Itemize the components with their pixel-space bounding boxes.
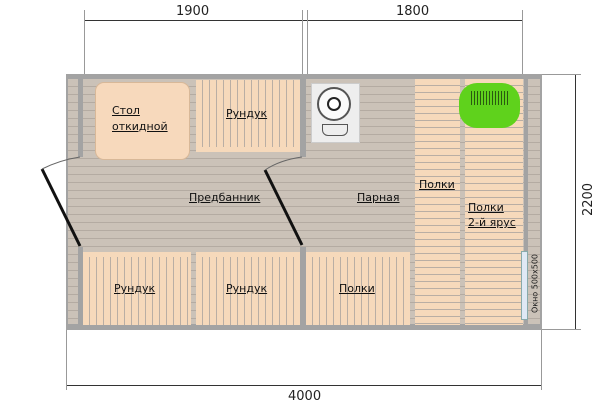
steam-room-label: Парная <box>357 191 400 204</box>
partition-wall <box>300 79 306 157</box>
shelves-bottom-label: Полки <box>339 282 375 295</box>
partition-wall <box>300 247 306 325</box>
dim-top-line <box>84 20 522 21</box>
stove-icon <box>311 83 360 143</box>
chest-bottom-left-label: Рундук <box>114 282 156 295</box>
chest-bottom-mid <box>196 252 300 325</box>
dim-bottom: 4000 <box>288 389 322 404</box>
dim-top-right: 1800 <box>396 4 430 19</box>
dim-tick <box>307 10 308 74</box>
dim-right-line <box>575 74 576 330</box>
chest-bottom-left <box>83 252 191 325</box>
wall-left-inner <box>78 247 83 325</box>
shelves2-label-1: Полки <box>468 201 504 214</box>
table-label-2: откидной <box>112 120 168 133</box>
entrance-door <box>40 168 82 247</box>
chest-bottom-mid-label: Рундук <box>226 282 268 295</box>
anteroom-label: Предбанник <box>189 191 261 204</box>
dim-tick <box>541 330 542 390</box>
dim-tick <box>66 330 67 390</box>
dim-top-left: 1900 <box>176 4 210 19</box>
dim-tick <box>541 74 581 75</box>
shelves-lower <box>415 79 460 325</box>
chest-top <box>196 80 300 152</box>
wall-left-inner <box>78 79 83 157</box>
dim-tick <box>522 10 523 74</box>
door-swing-arc <box>41 156 81 170</box>
steam-room-door <box>263 169 304 246</box>
wall-right-inner <box>524 79 528 324</box>
dim-tick <box>541 329 581 330</box>
logo-badge <box>459 83 520 128</box>
dim-tick <box>84 10 85 74</box>
table-label-1: Стол <box>112 104 140 117</box>
folding-table <box>95 82 190 160</box>
dim-bottom-line <box>66 385 542 386</box>
door-swing-arc <box>264 156 303 171</box>
window <box>521 251 528 320</box>
chest-top-label: Рундук <box>226 107 268 120</box>
dim-tick <box>302 10 303 74</box>
shelves-bottom <box>306 252 410 325</box>
shelves-label: Полки <box>419 178 455 191</box>
shelves2-label-2: 2-й ярус <box>468 216 516 229</box>
